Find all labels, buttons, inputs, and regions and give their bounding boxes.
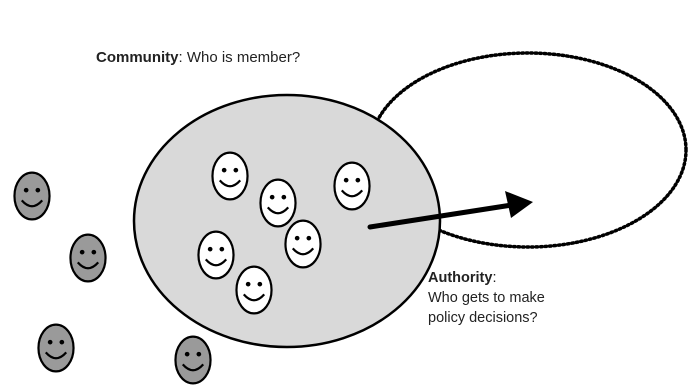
member-smiley-icon: [333, 161, 371, 211]
arrowhead-icon: [505, 191, 533, 218]
member-smiley-icon: [284, 219, 322, 269]
community-label: Community: Who is member?: [96, 49, 300, 66]
non-member-smiley-icon: [69, 233, 107, 283]
authority-heading: Authority:: [428, 268, 545, 288]
member-smiley-icon: [235, 265, 273, 315]
member-smiley-icon: [197, 230, 235, 280]
authority-question-line-1: Who gets to make: [428, 290, 545, 306]
non-member-smiley-icon: [37, 323, 75, 373]
member-smiley-icon: [211, 151, 249, 201]
community-question: : Who is member?: [178, 49, 301, 66]
non-member-smiley-icon: [13, 171, 51, 221]
community-term: Community: [96, 49, 179, 66]
authority-term: Authority: [428, 270, 493, 286]
non-member-smiley-icon: [174, 335, 212, 385]
authority-label: Authority: Who gets to make policy decis…: [428, 268, 545, 328]
member-smiley-icon: [259, 178, 297, 228]
authority-question-line-2: policy decisions?: [428, 310, 538, 326]
authority-colon: :: [492, 270, 497, 286]
authority-arrow: [367, 191, 533, 230]
